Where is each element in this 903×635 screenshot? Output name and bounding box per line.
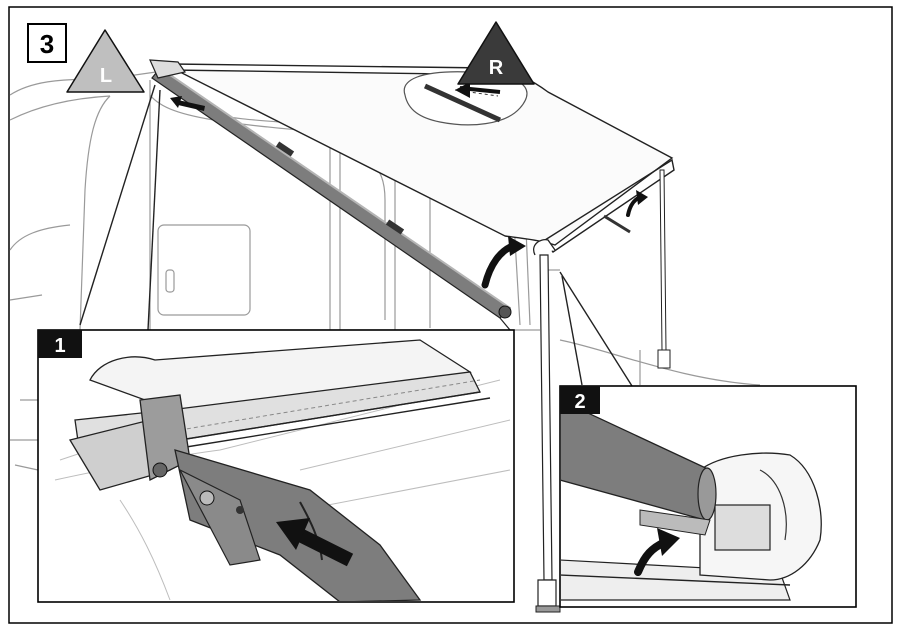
detail-2-label: 2 — [574, 391, 585, 413]
left-side-label: L — [100, 65, 112, 87]
detail-2-panel: 2 — [559, 385, 857, 608]
left-support-arm — [149, 59, 512, 331]
detail-leader-lines — [79, 84, 633, 387]
detail-1-label: 1 — [54, 335, 65, 357]
step-number: 3 — [40, 29, 54, 59]
right-support-pole — [535, 169, 671, 613]
detail-1-panel: 1 — [37, 329, 515, 603]
right-side-label: R — [489, 57, 504, 79]
step-number-box: 3 — [27, 23, 67, 63]
right-side-triangle: R — [457, 21, 535, 85]
motion-arrows — [170, 96, 648, 289]
left-side-triangle: L — [66, 29, 145, 93]
